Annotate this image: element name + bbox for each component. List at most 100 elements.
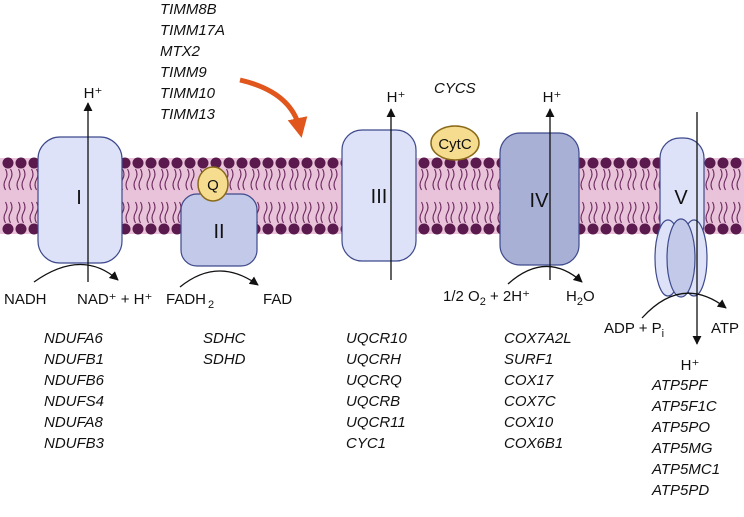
lipid-tail xyxy=(164,201,169,224)
lipid-head xyxy=(600,157,612,169)
lipid-tail xyxy=(133,168,138,191)
lipid-tail xyxy=(172,201,177,224)
lipid-tail xyxy=(640,201,645,224)
lipid-tail xyxy=(437,201,442,224)
lipid-head xyxy=(275,223,287,235)
lipid-head xyxy=(587,157,599,169)
lipid-head xyxy=(470,157,482,169)
lipid-tail xyxy=(484,168,489,191)
lipid-tail xyxy=(450,168,455,191)
complex-iii: III H⁺ xyxy=(341,89,417,280)
lipid-tail xyxy=(302,201,307,224)
lipid-tail xyxy=(125,201,130,224)
lipid-tail xyxy=(593,168,598,191)
lipid-head xyxy=(132,157,144,169)
lipid-tail xyxy=(8,201,13,224)
complex-gene: COX7C xyxy=(504,393,556,410)
lipid-tail xyxy=(614,168,619,191)
complex-gene: ATP5F1C xyxy=(651,398,717,415)
lipid-tail xyxy=(315,201,320,224)
lipid-tail xyxy=(159,201,164,224)
complex-v-head-center xyxy=(666,218,696,298)
lipid-tail xyxy=(606,168,611,191)
lipid-tail xyxy=(645,168,650,191)
lipid-head xyxy=(418,223,430,235)
lipid-head xyxy=(626,157,638,169)
lipid-tail xyxy=(653,201,658,224)
lipid-tail xyxy=(736,168,741,191)
complex-iii-proton-label: H⁺ xyxy=(387,89,406,106)
lipid-head xyxy=(314,157,326,169)
complex-gene: NDUFS4 xyxy=(44,393,104,410)
lipid-tail xyxy=(289,168,294,191)
lipid-tail xyxy=(476,201,481,224)
lipid-tail xyxy=(419,168,424,191)
protein-import-arrow xyxy=(239,77,308,138)
lipid-head xyxy=(28,157,40,169)
lipid-tail xyxy=(614,201,619,224)
lipid-tail xyxy=(172,168,177,191)
lipid-tail xyxy=(29,201,34,224)
complex-iv-label: IV xyxy=(530,190,550,212)
lipid-tail xyxy=(146,168,151,191)
lipid-tail xyxy=(601,201,606,224)
lipid-tail xyxy=(471,201,476,224)
complex-iii-label: III xyxy=(371,186,388,208)
lipid-tail xyxy=(8,168,13,191)
complex-gene: ATP5PD xyxy=(651,482,709,499)
complex-gene: UQCRB xyxy=(346,393,400,410)
lipid-tail xyxy=(3,201,8,224)
complex-v-reaction-arrow xyxy=(641,292,727,319)
lipid-tail xyxy=(705,168,710,191)
lipid-tail xyxy=(710,168,715,191)
complex-gene: CYC1 xyxy=(346,435,386,452)
import-gene: TIMM10 xyxy=(160,85,216,102)
complex-v-label: V xyxy=(674,187,688,209)
lipid-tail xyxy=(177,168,182,191)
complex-i-reaction-arrow xyxy=(33,263,119,283)
lipid-tail xyxy=(432,201,437,224)
lipid-head xyxy=(483,157,495,169)
complex-iv-product: H2O xyxy=(566,288,595,308)
lipid-tail xyxy=(268,201,273,224)
ubiquinone-carrier xyxy=(197,166,229,202)
complex-gene: UQCR10 xyxy=(346,330,408,347)
cytochrome-c: CytC CYCS xyxy=(430,80,480,161)
ubiquinone-label: Q xyxy=(207,177,219,194)
lipid-tail xyxy=(476,168,481,191)
lipid-tail xyxy=(307,201,312,224)
cytochrome-c-label: CytC xyxy=(438,136,472,153)
lipid-tail xyxy=(237,168,242,191)
lipid-tail xyxy=(424,168,429,191)
complex-ii-reaction-arrow xyxy=(179,270,259,288)
lipid-tail xyxy=(294,201,299,224)
complex-gene: NDUFA6 xyxy=(44,330,104,347)
lipid-tail xyxy=(190,168,195,191)
lipid-tail xyxy=(731,168,736,191)
lipid-head xyxy=(184,157,196,169)
lipid-tail xyxy=(29,168,34,191)
complex-iv-reaction-arrow xyxy=(507,265,583,285)
lipid-tail xyxy=(432,168,437,191)
lipid-tail xyxy=(164,168,169,191)
lipid-head xyxy=(262,157,274,169)
import-gene: TIMM9 xyxy=(160,64,207,81)
lipid-head xyxy=(431,157,443,169)
lipid-tail xyxy=(588,201,593,224)
lipid-tail xyxy=(21,168,26,191)
complex-v-substrate: ADP + Pi xyxy=(604,320,664,340)
complex-iv: IV H⁺ 1/2 O2 + 2H⁺ H2O xyxy=(443,89,595,308)
lipid-head xyxy=(704,223,716,235)
lipid-tail xyxy=(307,168,312,191)
lipid-head xyxy=(145,157,157,169)
complex-i-label: I xyxy=(76,187,82,209)
lipid-tail xyxy=(445,168,450,191)
lipid-tail xyxy=(437,168,442,191)
lipid-tail xyxy=(242,168,247,191)
lipid-tail xyxy=(640,168,645,191)
cycs-gene: CYCS xyxy=(434,80,476,97)
lipid-head xyxy=(28,223,40,235)
lipid-head xyxy=(236,157,248,169)
